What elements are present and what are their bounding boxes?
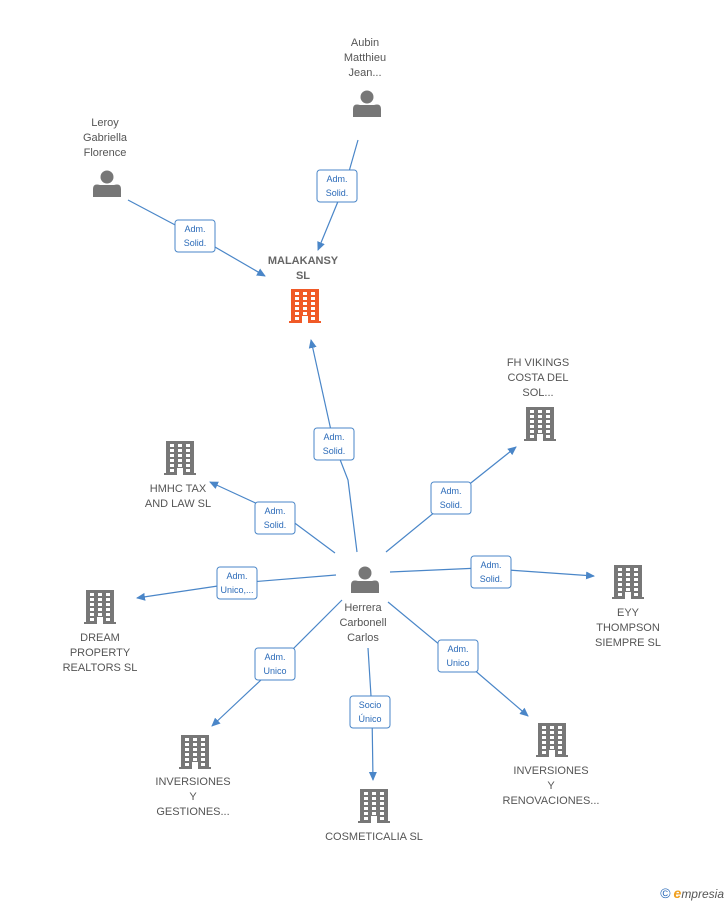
node-label: Herrera: [344, 602, 382, 614]
edge-label-text: Adm.: [447, 644, 468, 654]
node-label: EYY: [617, 607, 640, 619]
edge-label-text: Adm.: [323, 432, 344, 442]
node-label: FH VIKINGS: [507, 357, 569, 369]
building-icon: [164, 441, 196, 475]
edge-herrera-to-invrenov: Adm. Unico: [387, 601, 529, 717]
node-invgest[interactable]: INVERSIONES Y GESTIONES...: [155, 735, 231, 818]
building-icon: [612, 565, 644, 599]
edge-leroy-to-malakansy: Adm. Solid.: [127, 199, 266, 277]
edge-label-box[interactable]: [216, 566, 258, 600]
edge-label-text: Solid.: [323, 446, 346, 456]
edge-herrera-to-dream: Adm. Unico,...: [136, 566, 337, 601]
node-label: PROPERTY: [70, 647, 131, 659]
edge-label-text: Unico: [446, 658, 469, 668]
node-label: Carbonell: [339, 617, 386, 629]
node-cosmeticalia[interactable]: COSMETICALIA SL: [325, 789, 423, 843]
edge-label-text: Solid.: [264, 520, 287, 530]
copyright-symbol: ©: [660, 885, 671, 901]
edge-label-text: Adm.: [480, 560, 501, 570]
node-label: RENOVACIONES...: [503, 795, 600, 807]
edge-label-text: Adm.: [184, 224, 205, 234]
edge-label-text: Adm.: [264, 506, 285, 516]
edges-layer: Adm. Solid. Adm. Solid. Adm. Solid. Adm. Solid.…: [127, 139, 595, 781]
node-label: Matthieu: [344, 52, 386, 64]
node-label: Y: [189, 791, 197, 803]
node-label: DREAM: [80, 632, 120, 644]
edge-label-box[interactable]: [430, 481, 472, 515]
building-icon: [84, 590, 116, 624]
node-label: INVERSIONES: [513, 765, 588, 777]
person-icon: [351, 566, 379, 593]
node-dream[interactable]: DREAM PROPERTY REALTORS SL: [63, 590, 138, 674]
edge-label-text: Solid.: [480, 574, 503, 584]
node-label: SL: [296, 270, 310, 282]
node-label: HMHC TAX: [150, 483, 207, 495]
node-label: Carlos: [347, 632, 379, 644]
edge-herrera-to-invgest: Adm. Unico: [211, 599, 343, 727]
edge-label-box[interactable]: [470, 555, 512, 589]
edge-herrera-to-malakansy: Adm. Solid.: [308, 339, 358, 553]
node-label: THOMPSON: [596, 622, 660, 634]
node-label: Gabriella: [83, 132, 128, 144]
node-label: Leroy: [91, 117, 119, 129]
node-label: COSTA DEL: [508, 372, 569, 384]
edge-herrera-to-fhvikings: Adm. Solid.: [385, 446, 517, 553]
edge-label-text: Unico,...: [220, 585, 253, 595]
edge-herrera-to-eyy: Adm. Solid.: [389, 555, 595, 589]
building-icon: [536, 723, 568, 757]
edge-aubin-to-malakansy: Adm. Solid.: [316, 139, 359, 251]
edge-label-box[interactable]: [316, 169, 358, 203]
building-icon: [289, 289, 321, 323]
building-icon: [358, 789, 390, 823]
edge-label-text: Adm.: [226, 571, 247, 581]
edge-label-box[interactable]: [254, 647, 296, 681]
node-label: SIEMPRE SL: [595, 637, 661, 649]
edge-label-text: Socio: [359, 700, 382, 710]
edge-label-box[interactable]: [254, 501, 296, 535]
node-hmhc[interactable]: HMHC TAX AND LAW SL: [145, 441, 211, 510]
brand-logo-letter: e: [673, 885, 682, 901]
edge-label-text: Adm.: [440, 486, 461, 496]
node-label: Florence: [84, 147, 127, 159]
node-invrenov[interactable]: INVERSIONES Y RENOVACIONES...: [503, 723, 600, 807]
node-malakansy[interactable]: MALAKANSY SL: [268, 255, 339, 323]
node-label: Jean...: [348, 67, 381, 79]
edge-label-text: Único: [358, 714, 381, 724]
edge-label-box[interactable]: [349, 695, 391, 729]
edge-label-box[interactable]: [174, 219, 216, 253]
edge-label-text: Solid.: [326, 188, 349, 198]
edge-label-text: Adm.: [326, 174, 347, 184]
edge-herrera-to-hmhc: Adm. Solid.: [209, 481, 336, 554]
edge-label-text: Solid.: [184, 238, 207, 248]
node-label: REALTORS SL: [63, 662, 138, 674]
edge-label-box[interactable]: [437, 639, 479, 673]
node-label: AND LAW SL: [145, 498, 211, 510]
brand-name: mpresia: [681, 887, 724, 901]
person-icon: [93, 170, 121, 197]
node-fhvikings[interactable]: FH VIKINGS COSTA DEL SOL...: [507, 357, 569, 441]
node-label: INVERSIONES: [155, 776, 230, 788]
node-eyy[interactable]: EYY THOMPSON SIEMPRE SL: [595, 565, 661, 649]
edge-label-text: Solid.: [440, 500, 463, 510]
node-label: COSMETICALIA SL: [325, 831, 423, 843]
node-aubin[interactable]: AubinMatthieuJean...: [344, 37, 386, 117]
node-label: Y: [547, 780, 555, 792]
person-icon: [353, 90, 381, 117]
edge-label-text: Adm.: [264, 652, 285, 662]
footer-brand: ©empresia: [660, 885, 724, 901]
edge-line: [308, 339, 358, 553]
node-label: Aubin: [351, 37, 379, 49]
building-icon: [524, 407, 556, 441]
building-icon: [179, 735, 211, 769]
node-label: SOL...: [522, 387, 553, 399]
edge-label-box[interactable]: [313, 427, 355, 461]
node-label: GESTIONES...: [156, 806, 229, 818]
node-label: MALAKANSY: [268, 255, 339, 267]
edge-label-text: Unico: [263, 666, 286, 676]
